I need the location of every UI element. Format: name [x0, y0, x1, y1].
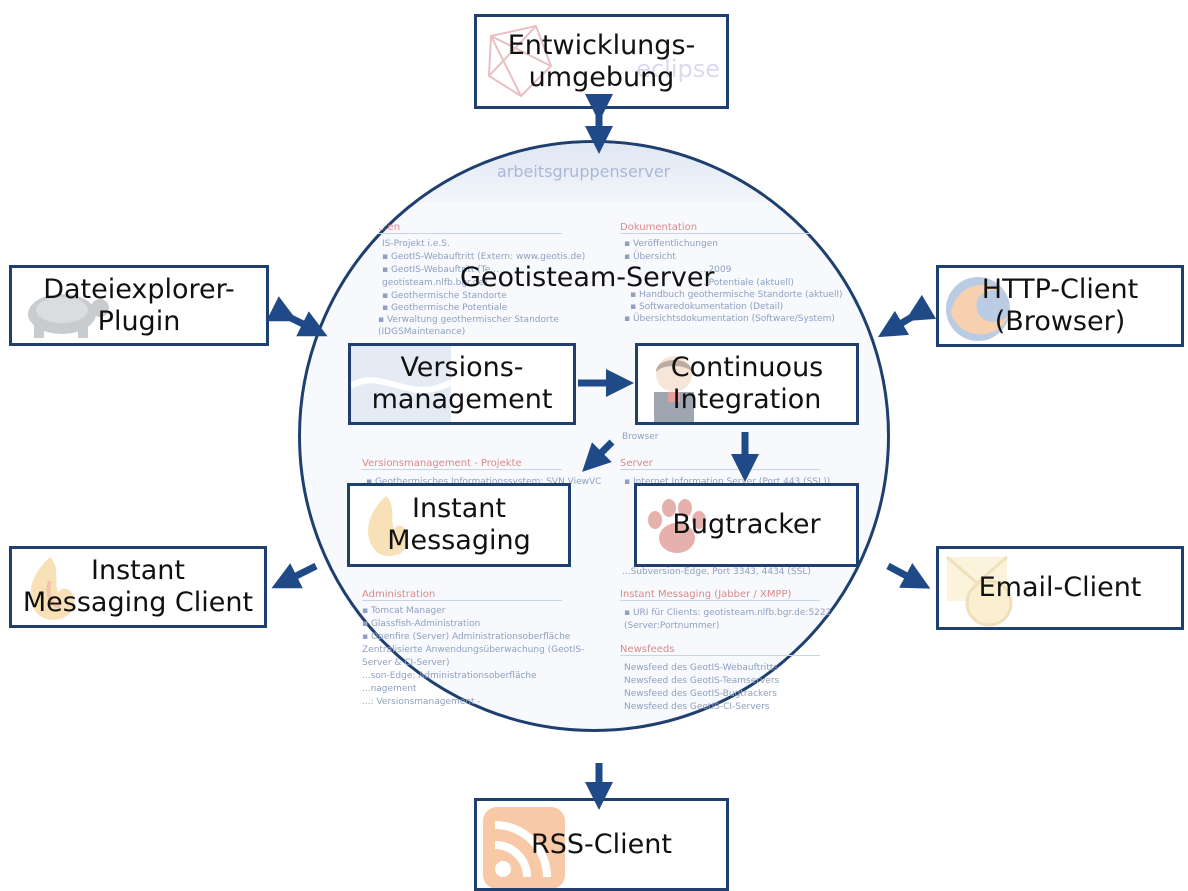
arrow-server-im-client: [271, 562, 318, 589]
backdrop-text: Newsfeed des GeotIS-Bugtrackers: [624, 689, 777, 699]
ci-label: Continuous Integration: [670, 352, 824, 415]
backdrop-text: ...Subversion-Edge, Port 3343, 4434 (SSL…: [622, 567, 811, 577]
backdrop-text: ...2009: [700, 265, 732, 275]
arrow-ci-im: [582, 439, 615, 472]
backdrop-text: ▪ Geothermische Potentiale: [382, 303, 508, 313]
http-client-node: HTTP-Client (Browser): [936, 265, 1184, 347]
backdrop-left-head: ...en: [378, 222, 562, 234]
backdrop-mid-right-head: Server: [620, 458, 820, 470]
im-client-label: Instant Messaging Client: [22, 555, 254, 618]
bugtracker-node: Bugtracker: [634, 483, 859, 567]
backdrop-text: ▪ GeotIS-Webauftritt (Te...: [382, 265, 499, 275]
pidgin-icon: [30, 557, 75, 620]
file-explorer-label: Dateiexplorer- Plugin: [43, 273, 235, 337]
backdrop-text: Browser: [622, 432, 659, 442]
backdrop-text: Newsfeed des GeotIS-CI-Servers: [624, 702, 770, 712]
backdrop-text: geotisteam.nlfb.bgr.de): [382, 278, 488, 288]
versions-label: Versions- management: [371, 352, 553, 415]
backdrop-text: ▪ Handbuch geothermische Standorte (aktu…: [630, 290, 843, 300]
backdrop-text: ▪ GeotIS-Webauftritt (Extern: www.geotis…: [382, 252, 586, 262]
versions-node: Versions- management: [348, 343, 576, 425]
server-title: Geotisteam-Server: [460, 262, 715, 293]
backdrop-text: ▪ Geothermisches Informationssystem: SVN…: [366, 477, 602, 487]
rss-icon: [483, 807, 565, 888]
ide-node: eclipse Entwicklungs- umgebung: [474, 14, 729, 109]
backdrop-text: ▪ Übersichtsdokumentation (Software/Syst…: [624, 314, 835, 324]
backdrop-right-head: Dokumentation: [620, 222, 810, 234]
tortoise-icon: [28, 294, 109, 338]
backdrop-text: ▪ Openfire (Server) Administrationsoberf…: [362, 632, 571, 642]
pidgin-icon: [368, 496, 409, 557]
arrow-file-explorer-server: [266, 296, 328, 337]
bugtracker-paw-icon: [648, 499, 706, 553]
backdrop-text: ▪ Tomcat Manager: [362, 606, 446, 616]
im-label: Instant Messaging: [387, 493, 531, 556]
firefox-icon: [946, 277, 1010, 341]
backdrop-text: ...: Versionsmanagement -: [362, 697, 481, 707]
ci-node: Continuous Integration: [635, 343, 859, 425]
backdrop-text: ▪ Verwaltung geothermischer Standorte: [378, 315, 559, 325]
im-client-node: Instant Messaging Client: [9, 546, 267, 628]
backdrop-text: ...nagement: [362, 684, 417, 694]
arrow-server-email: [886, 562, 931, 589]
backdrop-mid-left-head: Versionsmanagement - Projekte: [362, 458, 562, 470]
backdrop-text: Server & CI-Server): [362, 658, 450, 668]
eclipse-watermark: eclipse: [636, 55, 720, 83]
eclipse-icon: [487, 24, 553, 98]
file-explorer-node: Dateiexplorer- Plugin: [9, 265, 269, 346]
backdrop-text: ▪ Softwaredokumentation (Detail): [630, 302, 784, 312]
backdrop-header: arbeitsgruppenserver: [497, 162, 671, 181]
backdrop-text: Zentralisierte Anwendungsüberwachung (Ge…: [362, 645, 585, 655]
backdrop-text: ...Potentiale (aktuell): [700, 278, 794, 288]
backdrop-text: ▪ Übersicht: [624, 252, 676, 262]
backdrop-text: ...son-Edge: Administrationsoberfläche: [362, 671, 537, 681]
rss-client-label: RSS-Client: [531, 828, 672, 860]
backdrop-text: ▪ URI für Clients: geotisteam.nlfb.bgr.d…: [624, 608, 832, 618]
backdrop-text: ▪ Glassfish-Administration: [362, 619, 481, 629]
email-icon: [946, 555, 1013, 627]
backdrop-text: (IDGSMaintenance): [378, 327, 466, 337]
backdrop-text: ▪ Geothermische Standorte: [382, 291, 507, 301]
backdrop-im-head: Instant Messaging (Jabber / XMPP): [620, 589, 820, 601]
backdrop-text: (Server:Portnummer): [624, 621, 720, 631]
backdrop-admin-head: Administration: [362, 589, 562, 601]
http-client-label: HTTP-Client (Browser): [981, 274, 1139, 337]
ide-label: Entwicklungs- umgebung: [507, 29, 696, 93]
jenkins-icon: [654, 356, 694, 422]
backdrop-text: Newsfeed des GeotIS-Teamservers: [624, 676, 780, 686]
backdrop-news-head: Newsfeeds: [620, 644, 820, 656]
backdrop-text: Newsfeed des GeotIS-Webauftritts: [624, 663, 779, 673]
backdrop-text: ▪ Veröffentlichungen: [624, 239, 718, 249]
bugtracker-label: Bugtracker: [672, 509, 821, 540]
im-node: Instant Messaging: [347, 483, 571, 567]
subversion-icon: [351, 346, 451, 422]
backdrop-text: ▪ Internet Information Server (Port 443 …: [624, 477, 831, 487]
backdrop-text: IS-Projekt i.e.S.: [382, 239, 450, 249]
email-client-node: Email-Client: [936, 546, 1184, 630]
email-client-label: Email-Client: [978, 572, 1142, 603]
arrow-http-server: [877, 294, 937, 338]
